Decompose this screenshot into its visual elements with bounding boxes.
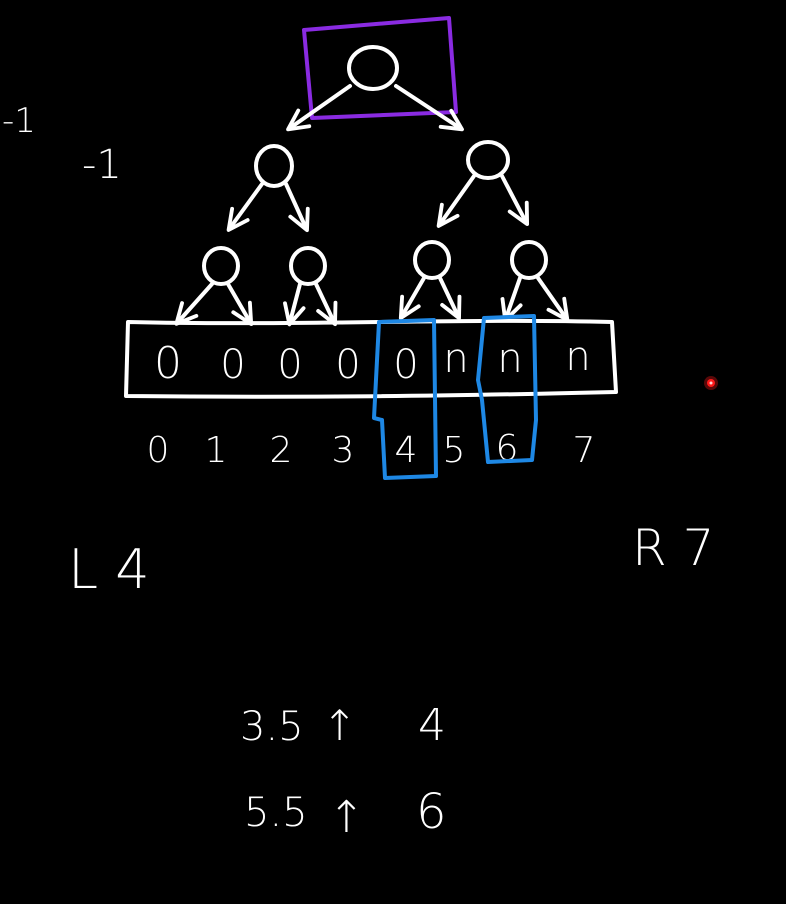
calculation-2-result: 6 xyxy=(416,784,447,840)
array-cells: 0 0 0 0 0 n n n xyxy=(154,334,591,389)
array-cell-1: 0 xyxy=(220,342,245,388)
array-cell-5: n xyxy=(443,336,468,382)
tree-level1-right-node xyxy=(466,140,510,180)
tree-level2-node-1 xyxy=(202,246,240,286)
tree-root-node: 0 xyxy=(347,45,399,91)
array-index-6: 6 xyxy=(496,428,519,469)
tree-level2-node-3 xyxy=(413,240,451,280)
array-cell-0: 0 xyxy=(154,338,182,389)
margin-mark-1: -1 xyxy=(2,101,36,141)
highlight-box-index-6 xyxy=(476,314,538,464)
calculation-row-2: 5.5 ↑ 6 xyxy=(244,784,447,843)
calculation-1-arrow: ↑ xyxy=(322,701,357,750)
array-index-4: 4 xyxy=(395,430,418,471)
array-index-7: 7 xyxy=(573,430,596,471)
calculation-2-value: 5.5 xyxy=(244,790,308,836)
right-boundary-label: R 7 xyxy=(632,519,714,577)
calculation-1-result: 4 xyxy=(418,700,446,751)
calculation-1-value: 3.5 xyxy=(240,704,304,750)
calculation-2-arrow: ↑ xyxy=(328,792,365,843)
array-cell-4: 0 xyxy=(393,342,418,388)
array-index-2: 2 xyxy=(270,430,293,471)
margin-mark-2: -1 xyxy=(82,142,122,188)
left-boundary-label: L 4 xyxy=(68,538,150,601)
array-cell-3: 0 xyxy=(335,342,360,388)
tree-level2-node-4 xyxy=(510,240,548,280)
laser-pointer-dot xyxy=(704,376,718,390)
array-index-3: 3 xyxy=(332,430,355,471)
calculation-row-1: 3.5 ↑ 4 xyxy=(240,700,446,751)
array-container xyxy=(124,318,618,399)
tree-level1-left-node xyxy=(254,144,294,188)
highlight-box-index-4 xyxy=(372,318,438,480)
tree-edges xyxy=(174,84,570,327)
array-cell-7: n xyxy=(565,334,590,380)
array-index-5: 5 xyxy=(443,430,466,471)
array-index-1: 1 xyxy=(205,430,228,471)
array-index-0: 0 xyxy=(147,430,170,471)
array-cell-2: 0 xyxy=(277,342,302,388)
tree-level2-node-2 xyxy=(289,246,327,286)
array-indices: 0 1 2 3 4 5 6 7 xyxy=(147,428,596,471)
array-cell-6: n xyxy=(497,336,522,382)
